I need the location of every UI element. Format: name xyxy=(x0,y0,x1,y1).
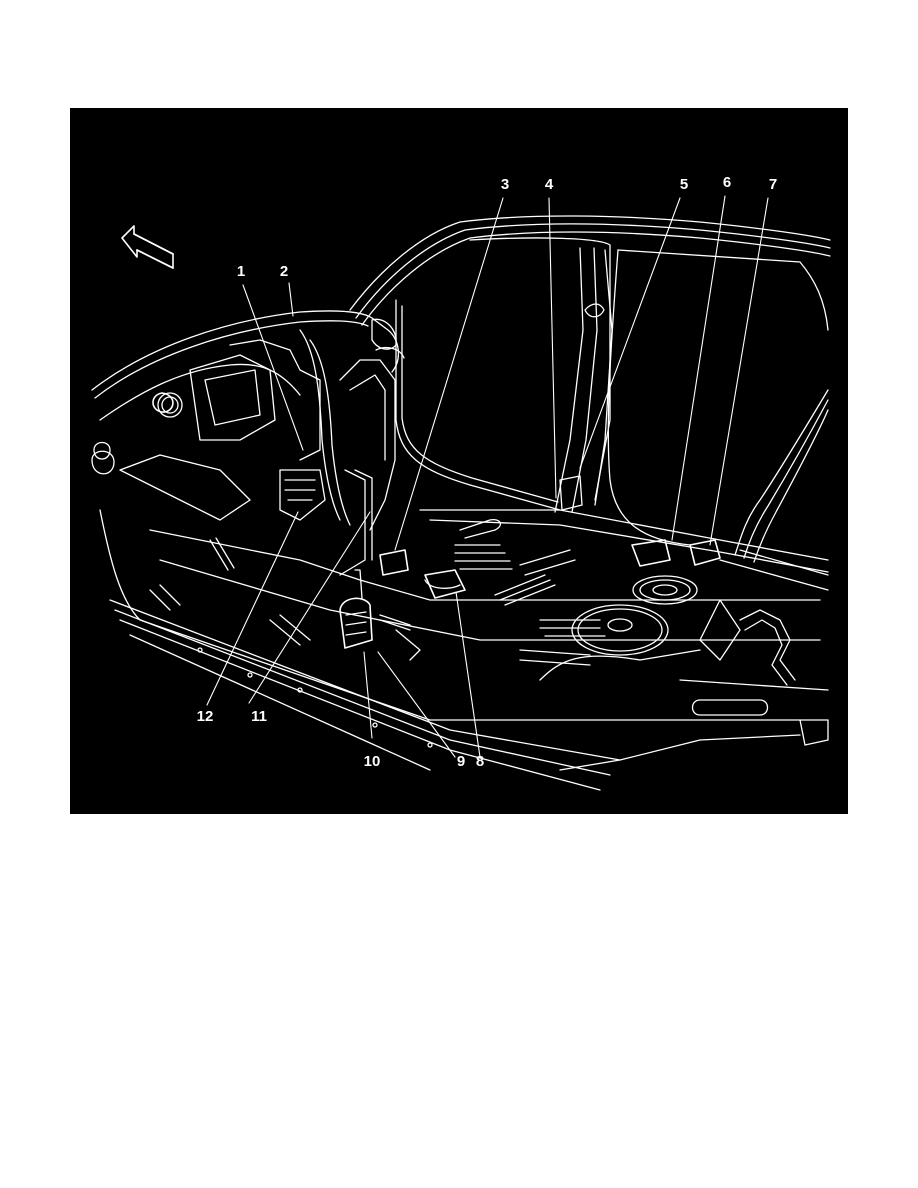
leader-line-3 xyxy=(394,197,504,551)
callout-1: 1 xyxy=(236,263,246,280)
leader-line-2 xyxy=(288,282,294,317)
leader-line-9 xyxy=(377,651,456,758)
vehicle-body-line-art xyxy=(91,195,831,791)
floor-pan xyxy=(99,509,829,791)
leader-line-12 xyxy=(206,511,299,706)
callout-7: 7 xyxy=(768,176,778,193)
leader-line-1 xyxy=(242,284,304,451)
callout-leader-lines xyxy=(206,195,769,758)
callout-3: 3 xyxy=(500,176,510,193)
instrument-panel xyxy=(91,310,405,576)
callout-9: 9 xyxy=(456,753,466,770)
callout-5: 5 xyxy=(679,176,689,193)
callout-4: 4 xyxy=(544,176,554,193)
leader-line-6 xyxy=(671,195,726,541)
front-direction-arrow-icon xyxy=(121,225,174,269)
roof-and-door-frame xyxy=(349,215,831,563)
callout-12: 12 xyxy=(196,708,214,725)
leader-line-10 xyxy=(363,651,373,739)
leader-line-4 xyxy=(548,197,557,499)
leader-line-5 xyxy=(579,197,681,469)
callout-8: 8 xyxy=(475,753,485,770)
callout-11: 11 xyxy=(251,708,267,725)
callout-6: 6 xyxy=(722,174,732,191)
leader-line-7 xyxy=(709,197,769,546)
callout-2: 2 xyxy=(279,263,289,280)
leader-line-8 xyxy=(455,591,481,758)
callout-10: 10 xyxy=(363,753,381,770)
leader-line-11 xyxy=(248,511,371,704)
vehicle-component-locator-diagram: 1 2 3 4 5 6 7 8 9 10 11 12 xyxy=(70,108,848,814)
